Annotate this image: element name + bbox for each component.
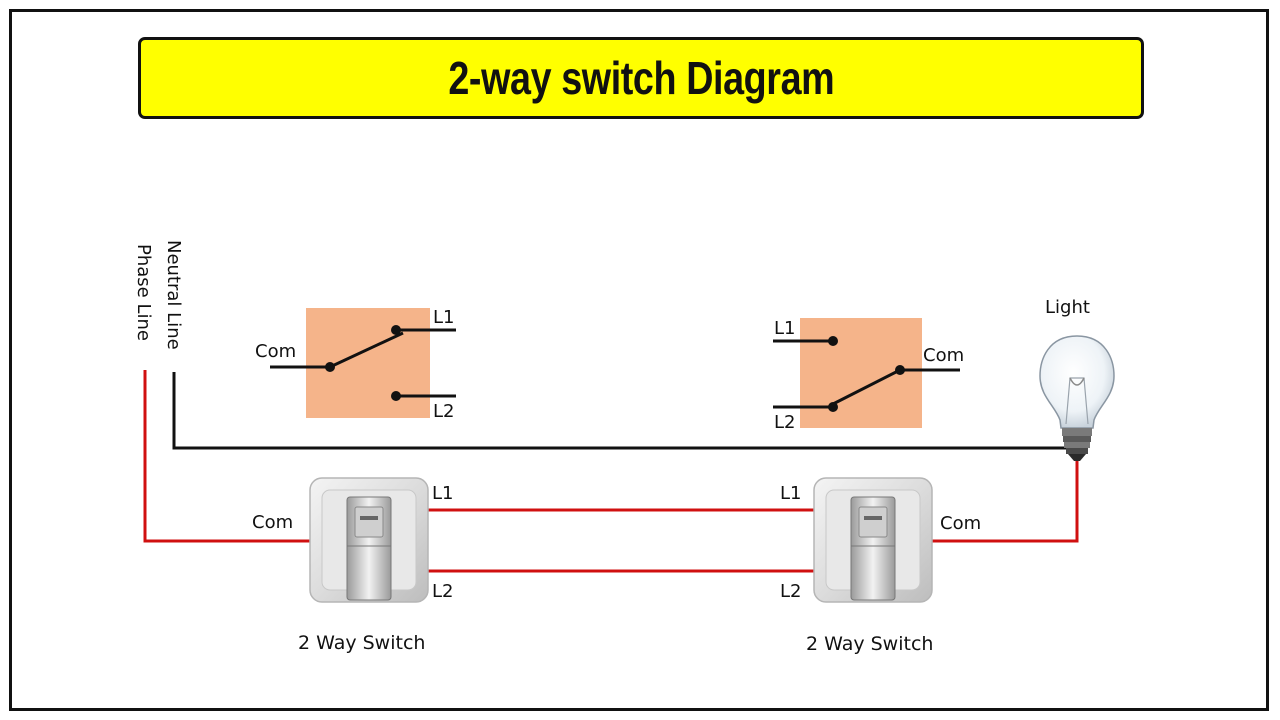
schematic-right-l1-label: L1 [774,318,795,339]
neutral-wire [172,372,1072,450]
switch-right-l1-label: L1 [780,483,801,504]
physical-switch-right: L1 L2 Com 2 Way Switch [780,477,981,655]
schematic-box-left [306,308,430,418]
physical-switch-left: Com L1 L2 2 Way Switch [252,477,453,654]
schematic-left-l2-label: L2 [433,401,454,422]
switch-left-l1-label: L1 [432,483,453,504]
lamp-wire [926,460,1079,543]
light-label: Light [1045,297,1090,318]
neutral-line-label: Neutral Line [163,240,184,350]
phase-wire [143,370,312,543]
schematic-right-com-label: Com [923,345,964,366]
phase-line-label: Phase Line [133,244,154,341]
switch-left-l2-label: L2 [432,581,453,602]
switch-right-com-label: Com [940,513,981,534]
schematic-switch-left: Com L1 L2 [255,307,456,422]
schematic-left-com-label: Com [255,341,296,362]
diagram-title: 2-way switch Diagram [448,52,834,104]
schematic-left-l1-label: L1 [433,307,454,328]
schematic-right-l2-label: L2 [774,412,795,433]
light-bulb-icon [1039,335,1115,461]
switch-left-com-label: Com [252,512,293,533]
schematic-switch-right: L1 L2 Com [773,318,964,433]
switch-right-caption: 2 Way Switch [806,633,933,655]
switch-left-caption: 2 Way Switch [298,632,425,654]
title-banner: 2-way switch Diagram [138,37,1144,119]
switch-right-l2-label: L2 [780,581,801,602]
